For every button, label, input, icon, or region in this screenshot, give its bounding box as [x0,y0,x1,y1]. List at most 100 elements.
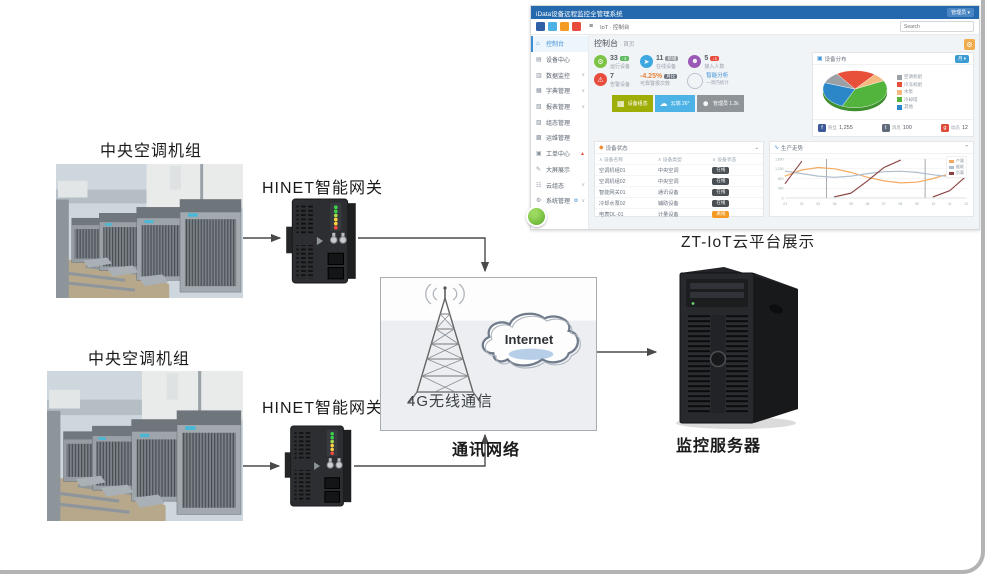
legend-swatch [897,82,902,87]
sidebar-item-devices[interactable]: ▤设备中心 [531,52,588,68]
device-type: 中央空调 [653,164,709,176]
column-header[interactable]: ∧ 设备状态 [712,158,737,163]
social-value: 1,255 [839,125,853,131]
chevron-down-icon: ∨ [581,72,585,79]
ac-unit-photo-top [56,164,243,298]
search-input[interactable] [900,21,974,32]
alert-badge: ▲ [580,150,585,157]
app-shortcut-1[interactable] [536,22,545,31]
sidebar-item-label: 运维管理 [546,136,571,143]
period-select-button[interactable]: 月 ▾ [954,54,969,63]
svg-text:400: 400 [778,187,784,191]
stat-trend-pill: ↓1 [710,56,720,61]
report-icon: ▧ [536,104,542,111]
device-icon: ▤ [536,57,542,64]
menu-icon[interactable]: ≡ [589,23,594,30]
svg-text:1,200: 1,200 [775,167,783,171]
settings-corner-button[interactable]: ⚙ [964,39,975,50]
svg-text:800: 800 [778,177,784,181]
sidebar-item-dictionary[interactable]: ▦字典管理∨ [531,83,588,99]
legend-swatch [897,89,902,95]
tile-label: 管理员 1.2k [712,100,739,107]
gear-icon: ⚙ [966,41,973,49]
gauge-title: 智能分析 [706,73,729,79]
monitor-icon: ▥ [536,72,542,79]
user-icon: ☻ [701,99,710,108]
legend-swatch [949,171,954,175]
collapse-icon[interactable]: ⌄ [754,144,759,151]
tile-label: 云端 26° [670,100,690,107]
social-value: 100 [902,125,912,131]
server-tower [676,267,798,429]
column-header[interactable]: ∧ 设备类型 [657,158,682,163]
svg-text:04: 04 [833,202,837,206]
quick-tiles: ▦设备组态 ☁云端 26° ☻管理员 1.2k [612,95,807,112]
tile-label: 设备组态 [627,100,648,107]
ticket-icon: ▣ [536,151,542,158]
chat-bubble-button[interactable] [526,206,547,227]
status-badge: 在线 [712,199,730,207]
device-type: 计量设备 [653,208,709,219]
app-shortcut-2[interactable] [548,22,557,31]
app-shortcut-3[interactable] [560,22,569,31]
sidebar-item-label: 报表管理 [546,105,571,112]
stat-label: 接入人数 [704,64,725,70]
sidebar-item-label: 字典管理 [546,89,571,96]
tile-scada[interactable]: ▦设备组态 [612,95,653,112]
scada-icon: ▨ [536,119,542,126]
legend-swatch [949,165,954,169]
svg-text:01: 01 [783,202,787,206]
legend-label: 能耗 [956,164,964,169]
column-header[interactable]: ∧ 设备名称 [599,158,624,163]
svg-text:1,600: 1,600 [775,157,783,161]
sidebar-item-bigscreen[interactable]: ✎大屏展示 [531,162,588,178]
twitter-icon: t [881,124,890,132]
sidebar-item-label: 系统管理 [546,199,571,206]
app-shortcut-4[interactable] [572,22,581,31]
stat-value: 33 [610,55,618,62]
sidebar-item-monitor[interactable]: ▥ 数据监控 ∨ [531,67,588,83]
wireless-4g-label: 4G无线通信 [407,393,494,410]
social-label: 消息 [891,125,901,130]
sidebar-item-console[interactable]: ⌂控制台 [531,36,588,52]
sidebar-item-system[interactable]: ⚙系统管理⚙∨ [531,193,588,209]
ac-unit-label-bottom: 中央空调机组 [88,351,191,368]
device-type: 通讯设备 [653,186,709,198]
sidebar-item-label: 控制台 [546,42,565,49]
status-badge: 在线 [712,177,730,185]
gateway-device-top [286,198,357,284]
gauge-icon [687,73,704,89]
stat-value: 7 [610,73,614,80]
tile-cloud[interactable]: ☁云端 26° [654,95,695,112]
trend-legend: 产量 能耗 负载 [946,156,967,178]
breadcrumb: IoT · 控制台 [600,24,630,31]
sidebar-item-tickets[interactable]: ▣工单中心▲ [531,146,588,162]
sidebar-item-scada[interactable]: ▨组态管理 [531,114,588,130]
user-menu[interactable]: 管理员 ▾ [947,8,974,17]
gateway-label-top: HINET智能网关 [262,180,384,197]
grid-icon: ▦ [617,99,625,108]
stat-percent: -4.25%月比可靠警报次数 [640,73,678,89]
page-subtitle: · 首页 [620,42,635,48]
sidebar-item-label: 数据监控 [546,73,571,80]
stat-value: 11 [656,55,664,62]
tile-admin[interactable]: ☻管理员 1.2k [696,95,744,112]
sidebar-item-ops[interactable]: ▩运维管理 [531,130,588,146]
sidebar-item-reports[interactable]: ▧报表管理∨ [531,99,588,115]
legend-swatch [897,104,902,110]
percent-value: -4.25% [640,73,663,80]
device-name: 电表DL-01 [595,208,654,219]
sidebar-item-cloudscada[interactable]: ☷云组态∨ [531,177,588,193]
cloud-icon: ☷ [536,182,542,189]
arrow-gateway2-to-network [354,433,490,467]
collapse-icon[interactable]: ⌃ [964,144,969,151]
